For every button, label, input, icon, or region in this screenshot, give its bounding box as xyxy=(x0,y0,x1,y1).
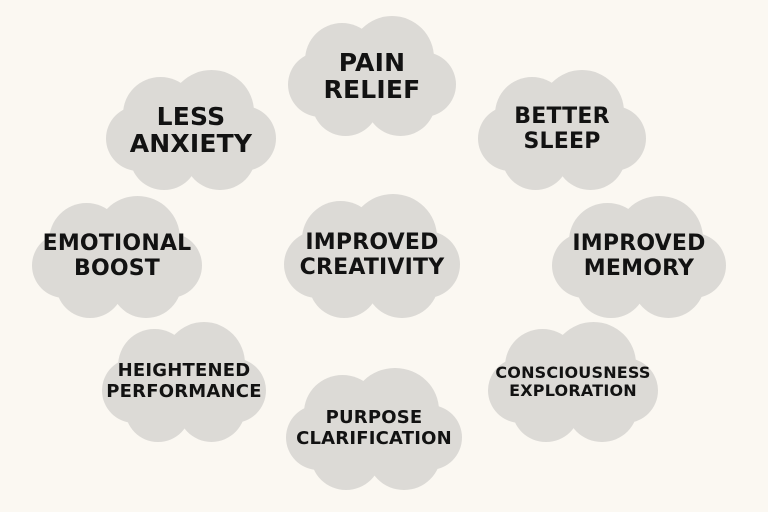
cloud-label: LESS ANXIETY xyxy=(106,70,276,190)
cloud-label-line-2: CLARIFICATION xyxy=(296,428,452,449)
cloud-shape xyxy=(32,196,202,318)
cloud-purpose-clarification: PURPOSE CLARIFICATION xyxy=(286,368,462,490)
cloud-improved-creativity: IMPROVED CREATIVITY xyxy=(284,194,460,318)
cloud-label-line-2: EXPLORATION xyxy=(509,381,637,400)
cloud-label-line-2: CREATIVITY xyxy=(299,255,445,280)
cloud-label-line-1: HEIGHTENED xyxy=(117,360,251,382)
cloud-shape xyxy=(552,196,726,318)
cloud-less-anxiety: LESS ANXIETY xyxy=(106,70,276,190)
cloud-consciousness-exploration: CONSCIOUSNESS EXPLORATION xyxy=(488,322,658,442)
cloud-label: PURPOSE CLARIFICATION xyxy=(286,368,462,490)
cloud-better-sleep: BETTER SLEEP xyxy=(478,70,646,190)
cloud-label: HEIGHTENED PERFORMANCE xyxy=(102,322,266,442)
cloud-label-line-1: CONSCIOUSNESS xyxy=(495,362,651,382)
cloud-shape xyxy=(106,70,276,190)
cloud-pain-relief: PAIN RELIEF xyxy=(288,16,456,136)
cloud-shape xyxy=(488,322,658,442)
cloud-shape xyxy=(286,368,462,490)
cloud-label-line-1: EMOTIONAL xyxy=(42,231,192,257)
cloud-label: PAIN RELIEF xyxy=(288,16,456,136)
cloud-label-line-2: BOOST xyxy=(73,256,161,281)
cloud-label-line-1: IMPROVED xyxy=(305,230,439,256)
cloud-label: CONSCIOUSNESS EXPLORATION xyxy=(488,322,658,442)
cloud-label: IMPROVED MEMORY xyxy=(552,196,726,318)
cloud-label-line-1: PAIN xyxy=(338,48,406,77)
cloud-label: EMOTIONAL BOOST xyxy=(32,196,202,318)
cloud-label-line-2: SLEEP xyxy=(523,129,601,154)
cloud-heightened-performance: HEIGHTENED PERFORMANCE xyxy=(102,322,266,442)
cloud-label-line-1: IMPROVED xyxy=(572,231,706,257)
cloud-label-line-2: ANXIETY xyxy=(129,129,253,158)
cloud-shape xyxy=(102,322,266,442)
cloud-shape xyxy=(478,70,646,190)
cloud-label: IMPROVED CREATIVITY xyxy=(284,194,460,318)
cloud-improved-memory: IMPROVED MEMORY xyxy=(552,196,726,318)
cloud-shape xyxy=(284,194,460,318)
cloud-label-line-2: PERFORMANCE xyxy=(106,381,262,402)
cloud-label-line-1: BETTER xyxy=(514,104,610,130)
cloud-label-line-2: MEMORY xyxy=(583,256,695,281)
cloud-emotional-boost: EMOTIONAL BOOST xyxy=(32,196,202,318)
cloud-label-line-1: LESS xyxy=(156,102,226,131)
cloud-label-line-1: PURPOSE xyxy=(325,407,423,429)
cloud-label: BETTER SLEEP xyxy=(478,70,646,190)
cloud-shape xyxy=(288,16,456,136)
cloud-label-line-2: RELIEF xyxy=(323,75,421,104)
